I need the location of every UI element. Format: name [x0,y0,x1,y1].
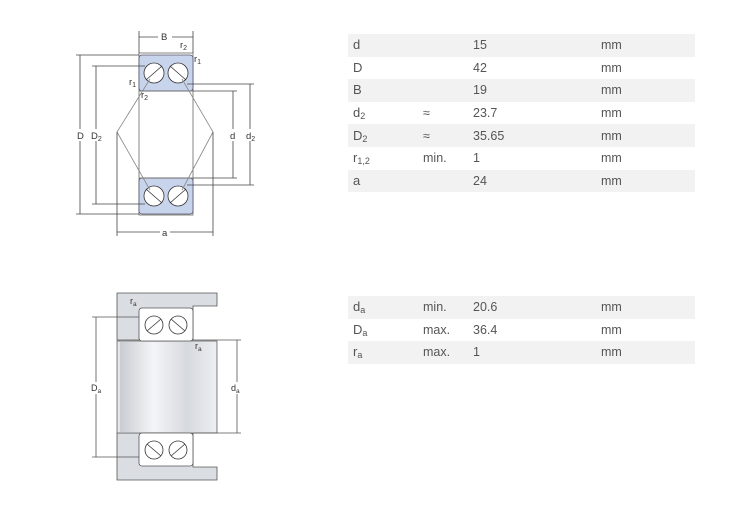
label-Da: Da [91,383,102,395]
qualifier [423,57,473,80]
qualifier [423,34,473,57]
label-D2: D2 [91,131,102,143]
label-r1-top: r1 [194,54,201,66]
label-d2: d2 [246,131,255,143]
unit: mm [601,79,695,102]
qualifier: min. [423,151,447,166]
label-r2-top: r2 [180,40,187,52]
unit: mm [601,151,622,166]
label-B: B [161,32,167,43]
value: 1 [473,341,601,364]
label-r2-left: r2 [141,90,148,102]
label-ra-right: ra [195,341,202,353]
qualifier: ≈ [423,124,473,147]
value: 36.4 [473,322,498,337]
value: 1 [473,151,480,166]
value: 20.6 [473,296,601,319]
qualifier: max. [423,322,451,337]
label-da: da [231,383,240,395]
unit: mm [601,296,695,319]
unit: mm [601,322,622,337]
unit: mm [601,124,695,147]
label-r1-left: r1 [129,77,136,89]
label-ra-top: ra [130,296,137,308]
bearing-dimension-drawing: B r2 r1 r1 r2 D D2 d d2 a [76,31,259,239]
value: 42 [473,60,487,75]
value: 35.65 [473,124,601,147]
qualifier: max. [423,341,473,364]
label-d: d [230,131,235,142]
value: 24 [473,169,601,193]
unit: mm [601,169,695,193]
qualifier [423,169,473,193]
qualifier: min. [423,296,473,319]
label-a: a [162,228,168,239]
value: 15 [473,34,601,57]
abutment-drawing: ra ra Da da [90,292,244,481]
unit: mm [601,341,695,364]
value: 19 [473,79,601,102]
qualifier: ≈ [423,106,430,121]
qualifier [423,79,473,102]
unit: mm [601,34,695,57]
unit: mm [601,106,622,121]
value: 23.7 [473,106,498,121]
label-D: D [77,131,84,142]
unit: mm [601,60,622,75]
